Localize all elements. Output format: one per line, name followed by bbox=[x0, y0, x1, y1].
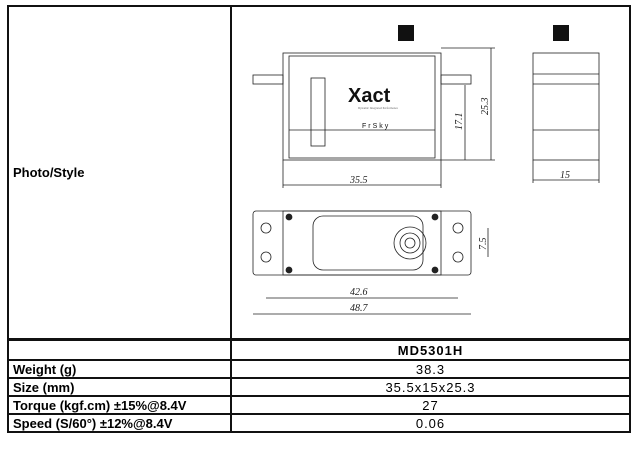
dim-overall-length: 48.7 bbox=[350, 303, 369, 314]
size-label: Size (mm) bbox=[7, 377, 232, 397]
dim-length: 35.5 bbox=[349, 175, 368, 186]
frsky-logo: FrSky bbox=[362, 123, 390, 130]
dim-width: 15 bbox=[560, 170, 570, 181]
photo-style-label: Photo/Style bbox=[7, 5, 232, 341]
output-spline bbox=[398, 25, 414, 41]
dim-hole-pitch: 42.6 bbox=[350, 287, 368, 298]
spec-table: Photo/Style MD5301H Weight (g)38.3 Size … bbox=[7, 5, 631, 433]
torque-value: 27 bbox=[230, 395, 631, 415]
speed-label: Speed (S/60°) ±12%@8.4V bbox=[7, 413, 232, 433]
weight-value: 38.3 bbox=[230, 359, 631, 379]
model-header: MD5301H bbox=[230, 338, 631, 361]
size-value: 35.5x15x25.3 bbox=[230, 377, 631, 397]
servo-technical-drawing: Xact Dynamic Integrated Performance FrSk… bbox=[252, 25, 600, 315]
servo-drawing-cell bbox=[230, 5, 631, 341]
side-view: 15 bbox=[532, 25, 600, 183]
dim-body-height: 17.1 bbox=[454, 113, 465, 131]
tagline: Dynamic Integrated Performance bbox=[358, 106, 399, 110]
torque-label: Torque (kgf.cm) ±15%@8.4V bbox=[7, 395, 232, 415]
xact-logo: Xact bbox=[348, 85, 391, 107]
header-empty bbox=[7, 338, 232, 361]
dim-total-height: 25.3 bbox=[480, 98, 491, 116]
speed-value: 0.06 bbox=[230, 413, 631, 433]
weight-label: Weight (g) bbox=[7, 359, 232, 379]
front-view: Xact Dynamic Integrated Performance FrSk… bbox=[252, 25, 495, 188]
top-view: 42.6 48.7 7.5 bbox=[252, 210, 489, 315]
dim-hole-spacing: 7.5 bbox=[478, 238, 489, 251]
